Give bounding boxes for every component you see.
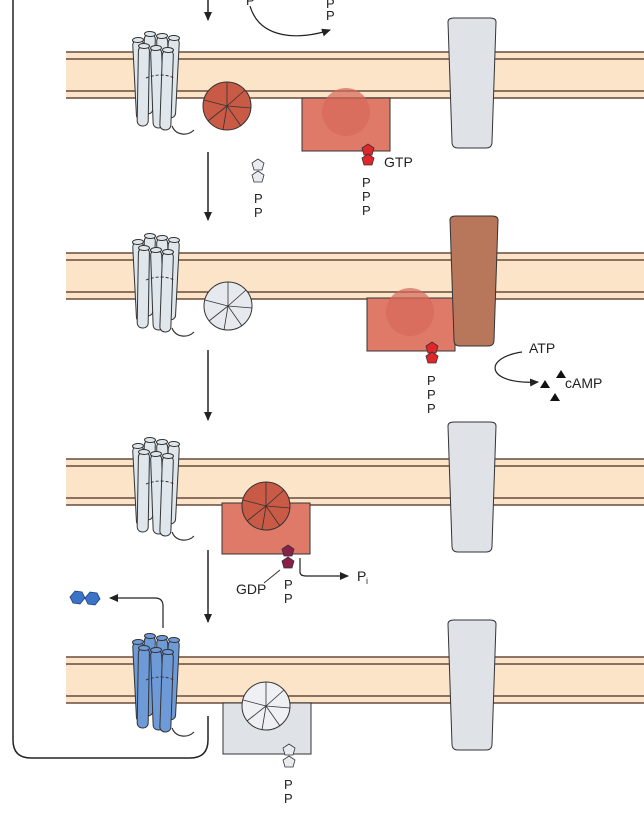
- pi-release-arrow: [299, 558, 349, 580]
- pi-label: P: [357, 568, 366, 584]
- p-label: P: [246, 0, 255, 8]
- camp-molecules: [540, 370, 566, 401]
- atp-label: ATP: [529, 340, 555, 356]
- effector-active: [449, 215, 499, 347]
- p-label: P: [427, 373, 436, 388]
- p-label: P: [254, 205, 263, 220]
- p-label: P: [326, 8, 335, 23]
- ligand-release-arrow: [109, 594, 164, 628]
- panel-3: GDP P P P i: [66, 421, 644, 606]
- effector-inactive: [447, 619, 497, 751]
- p-label: P: [427, 387, 436, 402]
- g-beta-gamma-inactive: [241, 681, 291, 731]
- p-label: P: [284, 791, 293, 806]
- ligand: [69, 590, 101, 606]
- camp-label: cAMP: [565, 375, 602, 391]
- p-label: P: [362, 175, 371, 190]
- gdp-release-arrow: [249, 5, 331, 37]
- p-label: P: [362, 189, 371, 204]
- p-label: P: [427, 401, 436, 416]
- p-label: P: [284, 577, 293, 592]
- p-label: P: [254, 191, 263, 206]
- gdp-molecule: [281, 544, 295, 569]
- gdp-released: [251, 158, 265, 183]
- p-label: P: [362, 203, 371, 218]
- p-label: P: [284, 777, 293, 792]
- gtp-molecule: [361, 143, 375, 166]
- gtp-label: GTP: [384, 154, 413, 170]
- panel-1: GTP P P P P P: [66, 17, 644, 220]
- effector-inactive: [447, 421, 497, 553]
- g-beta-gamma-active: [241, 481, 291, 531]
- atp-conversion-arrow: [494, 351, 539, 387]
- g-beta-gamma-active: [202, 81, 252, 131]
- gdp-label: GDP: [236, 581, 266, 597]
- panel-2: P P P ATP cAMP: [66, 215, 644, 416]
- effector-inactive: [447, 17, 497, 149]
- cycle-return-line: [12, 0, 209, 759]
- gtp-molecule: [425, 341, 439, 364]
- g-beta-gamma-inactive: [203, 281, 253, 331]
- p-label: P: [284, 591, 293, 606]
- gdp-molecule: [282, 743, 296, 768]
- panel-4: P P: [66, 590, 644, 806]
- pi-subscript: i: [366, 576, 368, 586]
- p-label: P: [326, 0, 335, 11]
